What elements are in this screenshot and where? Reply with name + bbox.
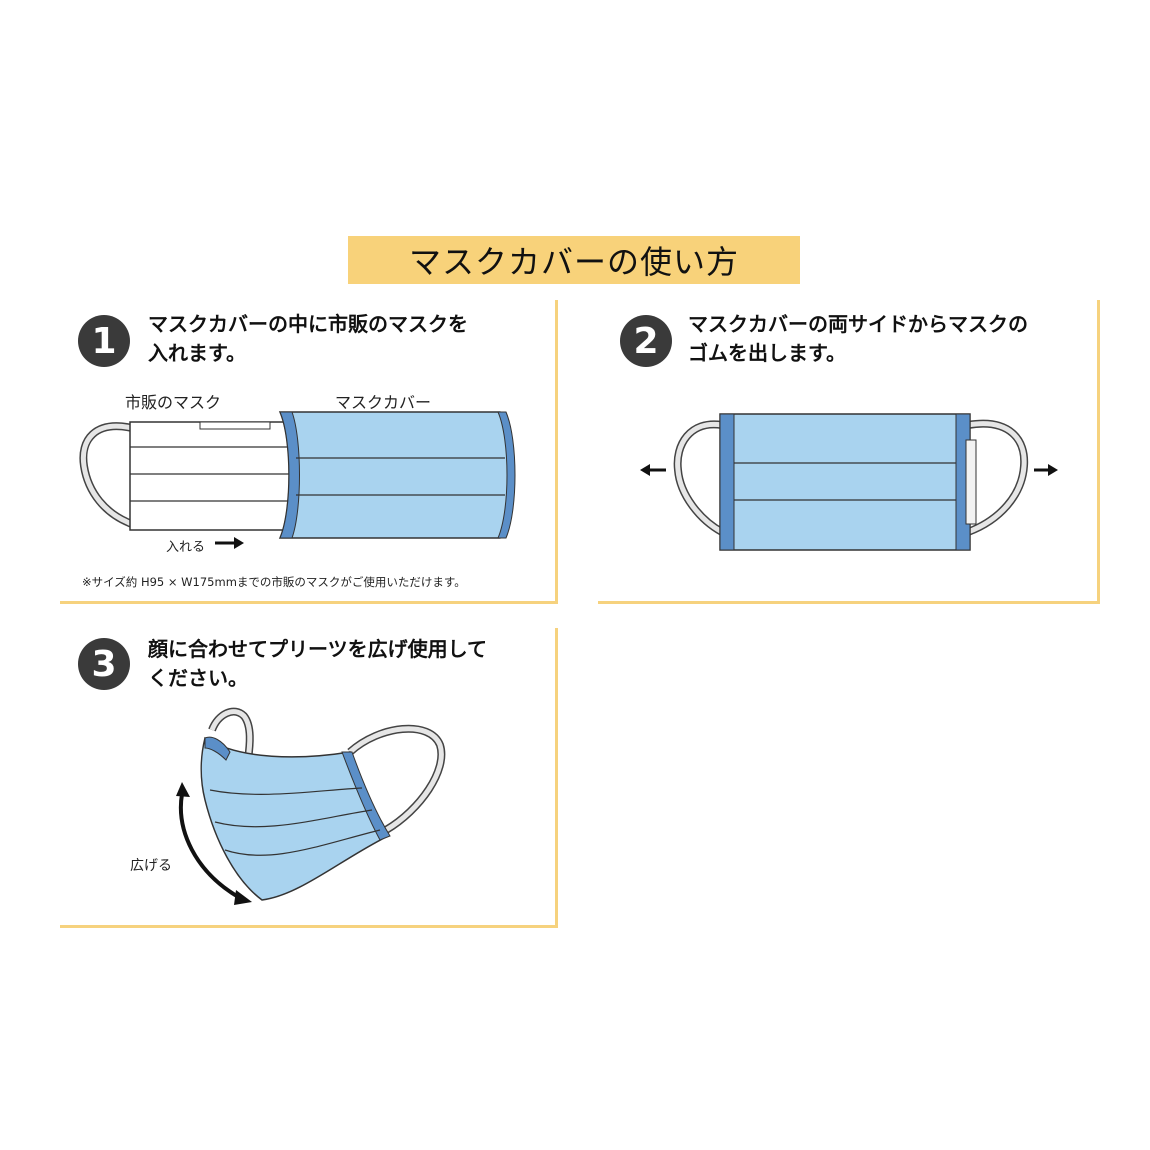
step-1-line1: マスクカバーの中に市販のマスクを (148, 312, 468, 336)
spread-arrow-label: 広げる (130, 858, 172, 874)
page-title-banner: マスクカバーの使い方 (348, 236, 800, 284)
step-1-text: マスクカバーの中に市販のマスクを 入れます。 (148, 310, 468, 368)
step-3-panel (60, 628, 558, 928)
step-3-text: 顔に合わせてプリーツを広げ使用して ください。 (148, 635, 487, 693)
step-1-panel (60, 300, 558, 604)
mask-3d (200, 736, 390, 901)
store-mask (129, 421, 301, 531)
step-1-line2: 入れます。 (148, 341, 246, 365)
insert-arrow-label: 入れる (166, 540, 206, 555)
mask-cover-label: マスクカバー (335, 393, 432, 412)
step-1-badge: 1 (78, 315, 130, 367)
step-2-line1: マスクカバーの両サイドからマスクの (688, 312, 1028, 336)
panel-divider (60, 601, 558, 604)
size-note: ※サイズ約 H95 × W175mmまでの市販のマスクがご使用いただけます。 (82, 575, 466, 589)
step-2-panel (598, 300, 1100, 604)
step-3-line1: 顔に合わせてプリーツを広げ使用して (148, 637, 487, 661)
panel-divider (60, 925, 558, 928)
panel-divider (555, 300, 558, 604)
panel-divider (555, 628, 558, 928)
page-title: マスクカバーの使い方 (408, 243, 739, 281)
panel-divider (1097, 300, 1100, 604)
step-3-badge: 3 (78, 638, 130, 690)
spread-arrow-icon (179, 793, 242, 900)
store-mask-label: 市販のマスク (125, 393, 222, 412)
step-3-line2: ください。 (148, 666, 248, 690)
step-2-badge: 2 (620, 315, 672, 367)
panel-divider (598, 601, 1100, 604)
step-2-line2: ゴムを出します。 (688, 341, 846, 365)
mask-cover (719, 413, 971, 551)
step-2-text: マスクカバーの両サイドからマスクの ゴムを出します。 (688, 310, 1028, 368)
